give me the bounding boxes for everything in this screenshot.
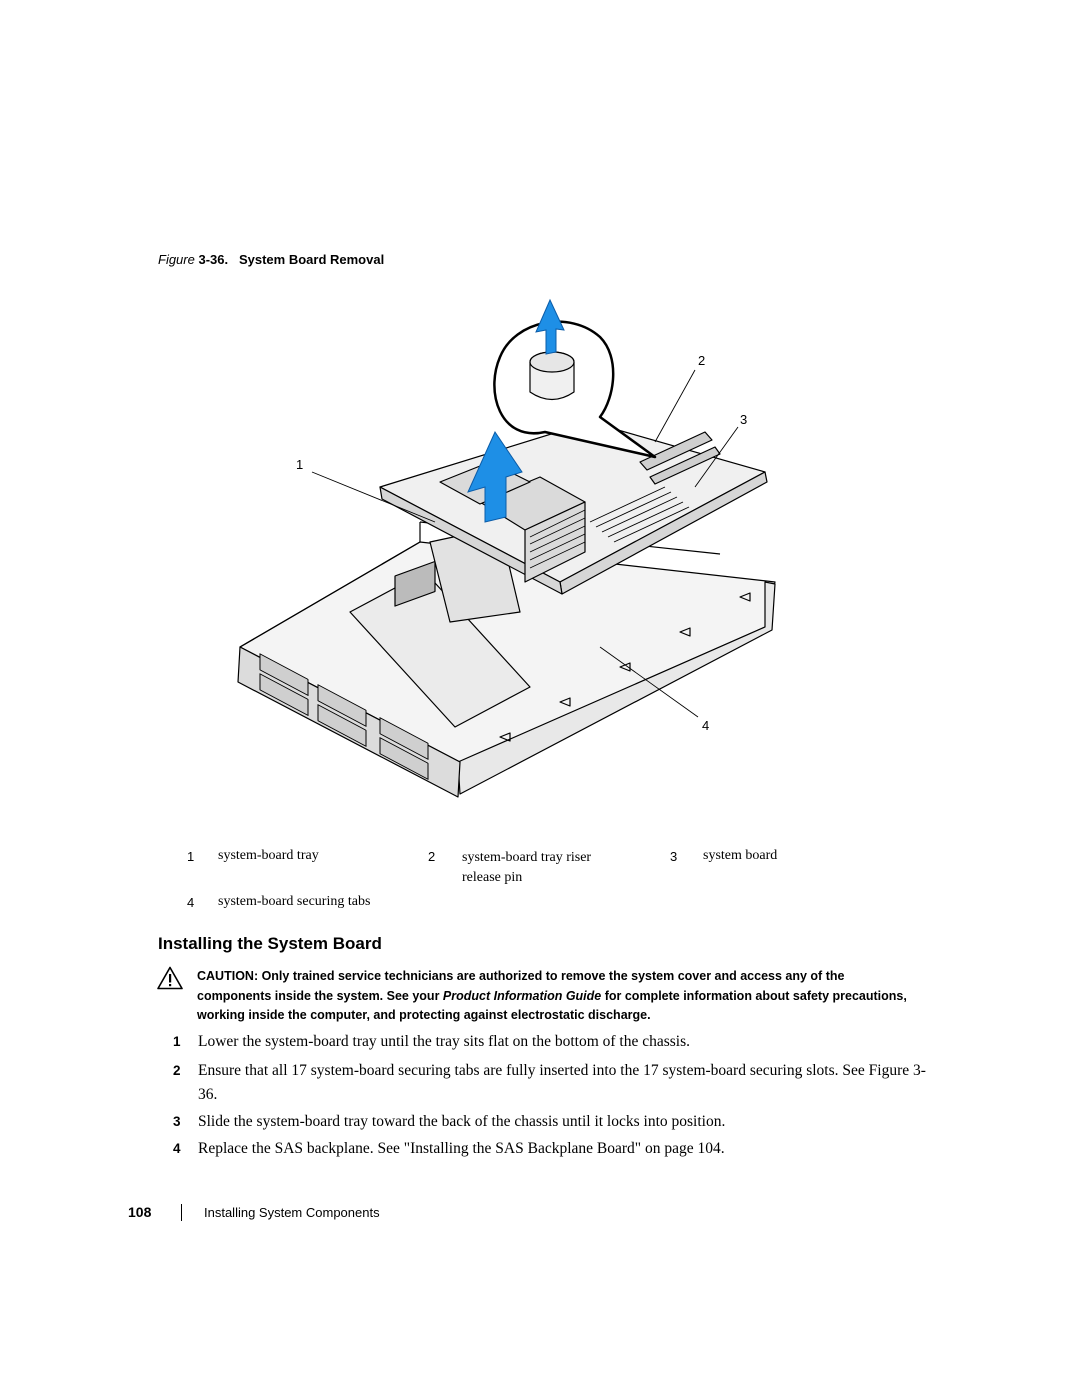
caution-text: CAUTION: Only trained service technician… [197, 967, 917, 1026]
legend-text: system-board securing tabs [218, 894, 371, 909]
figure-label: Figure [158, 252, 195, 267]
securing-tabs [499, 592, 751, 742]
step-text: Slide the system-board tray toward the b… [198, 1113, 726, 1130]
section-heading: Installing the System Board [158, 934, 382, 953]
memory-modules [589, 486, 690, 543]
figure-title: System Board Removal [238, 252, 385, 267]
footer-section-title: Installing System Components [204, 1205, 380, 1220]
callout-4: 4 [702, 718, 709, 733]
tray-lift-arrow [467, 430, 523, 523]
system-board-removal-illustration: 1 2 3 4 [237, 298, 776, 798]
page-number: 108 [128, 1204, 152, 1220]
footer-separator [181, 1204, 182, 1221]
callout-1: 1 [296, 457, 303, 472]
caution-guide-title: Product Information Guide [442, 988, 602, 1003]
step-text: Ensure that all 17 system-board securing… [198, 1062, 926, 1103]
callout-3: 3 [740, 412, 747, 427]
caution-rest: for complete information about safety pr… [197, 988, 907, 1023]
step-number: 4 [173, 1141, 181, 1156]
chassis-right-wall [457, 581, 776, 795]
legend-num: 1 [187, 849, 195, 864]
figure-number: 3-36. [198, 252, 229, 267]
step-number: 3 [173, 1114, 181, 1129]
callout-2: 2 [698, 353, 705, 368]
step-text: Replace the SAS backplane. See "Installi… [198, 1140, 725, 1157]
warning-triangle-icon [157, 966, 183, 990]
drive-bays [259, 653, 429, 780]
step-text: Lower the system-board tray until the tr… [198, 1033, 691, 1050]
legend-num: 4 [187, 895, 195, 910]
step-number: 1 [173, 1034, 181, 1049]
figure-caption: Figure 3-36. System Board Removal [158, 252, 384, 267]
legend-num: 3 [670, 849, 678, 864]
caution-lead: CAUTION: Only trained service technician… [197, 969, 845, 1003]
lift-arrows [467, 298, 565, 523]
step-number: 2 [173, 1063, 181, 1078]
legend-text: system-board tray riser release pin [462, 850, 592, 885]
legend-num: 2 [428, 849, 436, 864]
legend-text: system-board tray [218, 848, 319, 863]
pin-lift-arrow [535, 298, 565, 355]
legend-text: system board [703, 848, 778, 863]
